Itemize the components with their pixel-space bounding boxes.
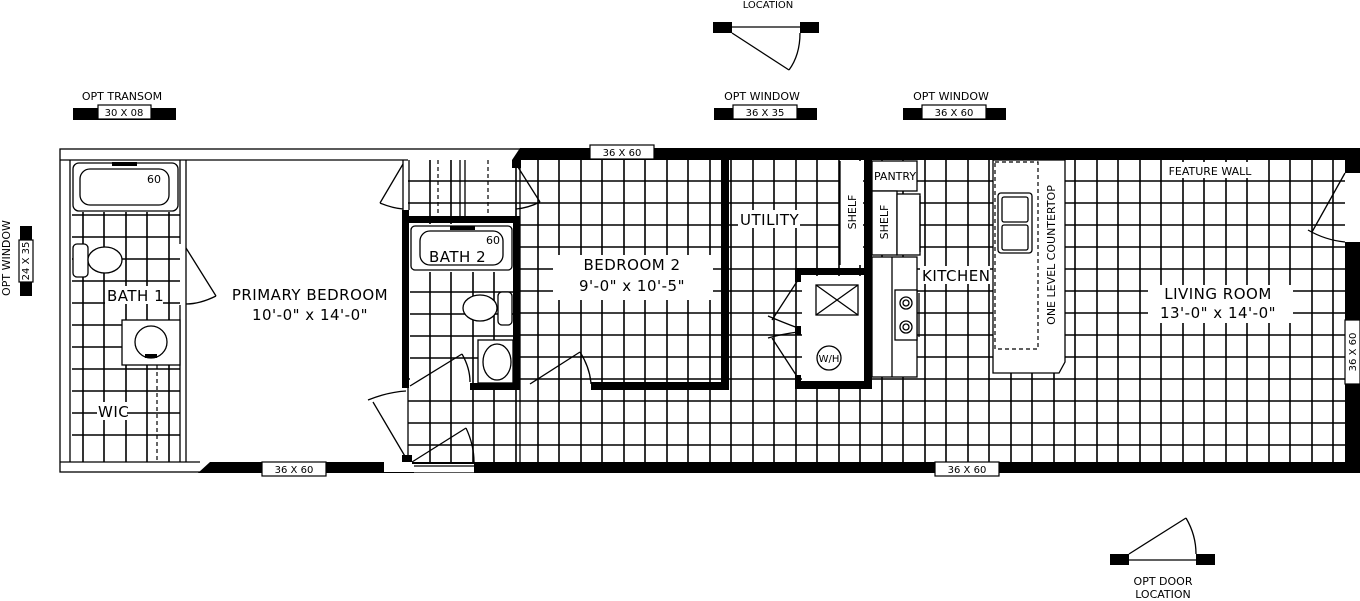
opt-door-bottom-label-1: OPT DOOR (1134, 575, 1193, 588)
front-door[interactable] (411, 427, 475, 463)
bedroom2-dims: 9'-0" x 10'-5" (579, 277, 685, 295)
window-bottom-living-size: 36 X 60 (948, 465, 987, 476)
door-swing-icon (1185, 517, 1197, 555)
opt-window-2-size: 36 X 60 (935, 108, 974, 119)
opt-window-1-size: 36 X 35 (746, 108, 785, 119)
countertop-label: ONE LEVEL COUNTERTOP (1045, 185, 1058, 325)
water-heater-icon (816, 345, 842, 371)
window-bottom-living: 36 X 60 (934, 461, 1000, 477)
opt-window-left-label: OPT WINDOW (0, 220, 13, 296)
primary-closet-door[interactable] (379, 163, 404, 210)
living-room: FEATURE WALL LIVING ROOM 13'-0" x 14'-0" (1148, 162, 1346, 323)
bedroom2-door-top[interactable] (515, 163, 541, 210)
bedroom2-label: BEDROOM 2 (583, 256, 680, 274)
living-room-dims: 13'-0" x 14'-0" (1160, 304, 1276, 322)
opt-door-location-bottom: OPT DOOR LOCATION (1110, 517, 1215, 601)
opt-window-left: OPT WINDOW 24 X 35 (0, 220, 34, 296)
water-heater-label: W/H (819, 354, 840, 365)
toilet-icon (497, 291, 513, 326)
bath1-tub-size: 60 (147, 173, 161, 186)
door-swing-icon (788, 32, 801, 71)
opt-transom-size: 30 X 08 (105, 108, 144, 119)
opt-door-location-top: LOCATION (713, 0, 819, 71)
kitchen: PANTRY SHELF KITCHEN ONE LEVEL COUNTERTO… (871, 159, 1066, 378)
utility: SHELF UTILITY W/H (738, 160, 872, 389)
opt-transom-label: OPT TRANSOM (82, 90, 162, 103)
bath1-label: BATH 1 (107, 287, 164, 305)
living-room-label: LIVING ROOM (1164, 285, 1272, 303)
opt-window-36x35: OPT WINDOW 36 X 35 (714, 90, 817, 120)
window-right-living: 36 X 60 (1344, 319, 1360, 385)
sink-icon (477, 339, 514, 384)
bath2-label: BATH 2 (429, 248, 486, 266)
hvac-icon (815, 284, 859, 316)
opt-window-36x60: OPT WINDOW 36 X 60 (903, 90, 1006, 120)
feature-wall-label: FEATURE WALL (1169, 165, 1253, 178)
opt-door-bottom-label-2: LOCATION (1135, 588, 1191, 601)
primary-bedroom: PRIMARY BEDROOM 10'-0" x 14'-0" (232, 160, 412, 465)
living-exterior-door[interactable] (1307, 172, 1346, 243)
bath2: 60 BATH 2 (402, 216, 520, 390)
opt-window-2-label: OPT WINDOW (913, 90, 989, 103)
window-top-bedroom2: 36 X 60 (589, 144, 655, 160)
toilet-icon (72, 243, 89, 278)
kitchen-label: KITCHEN (922, 267, 991, 285)
double-sink-icon (997, 192, 1033, 254)
opt-transom: OPT TRANSOM 30 X 08 (73, 90, 176, 120)
opt-window-1-label: OPT WINDOW (724, 90, 800, 103)
door-jamb-icon (800, 22, 819, 33)
bath1-door[interactable] (185, 247, 217, 305)
refrigerator-icon (896, 193, 921, 256)
window-bottom-primary-size: 36 X 60 (275, 465, 314, 476)
bedroom2-door[interactable] (529, 351, 592, 385)
primary-entry-door[interactable] (367, 390, 407, 459)
window-right-living-size: 36 X 60 (1348, 333, 1359, 372)
utility-label: UTILITY (740, 211, 800, 229)
pantry-label: PANTRY (874, 170, 916, 183)
bedroom-2: BEDROOM 2 9'-0" x 10'-5" (529, 160, 729, 390)
door-jamb-icon (1110, 554, 1129, 565)
opt-door-top-label: LOCATION (743, 0, 794, 11)
bath1: 60 BATH 1 WIC (69, 160, 217, 462)
utility-closet-doors[interactable] (767, 279, 799, 379)
bath2-door[interactable] (409, 353, 471, 387)
door-jamb-icon (1196, 554, 1215, 565)
window-bottom-primary: 36 X 60 (261, 461, 327, 477)
window-top-bedroom2-size: 36 X 60 (603, 148, 642, 159)
primary-bedroom-dims: 10'-0" x 14'-0" (252, 306, 368, 324)
door-jamb-icon (713, 22, 732, 33)
utility-shelf-label: SHELF (846, 195, 859, 230)
exterior-walls (59, 148, 1360, 473)
bath2-tub-size: 60 (486, 234, 500, 247)
kitchen-shelf-label: SHELF (878, 205, 891, 240)
primary-bedroom-label: PRIMARY BEDROOM (232, 286, 388, 304)
wic-label: WIC (98, 403, 129, 421)
opt-window-left-size: 24 X 35 (21, 242, 32, 281)
